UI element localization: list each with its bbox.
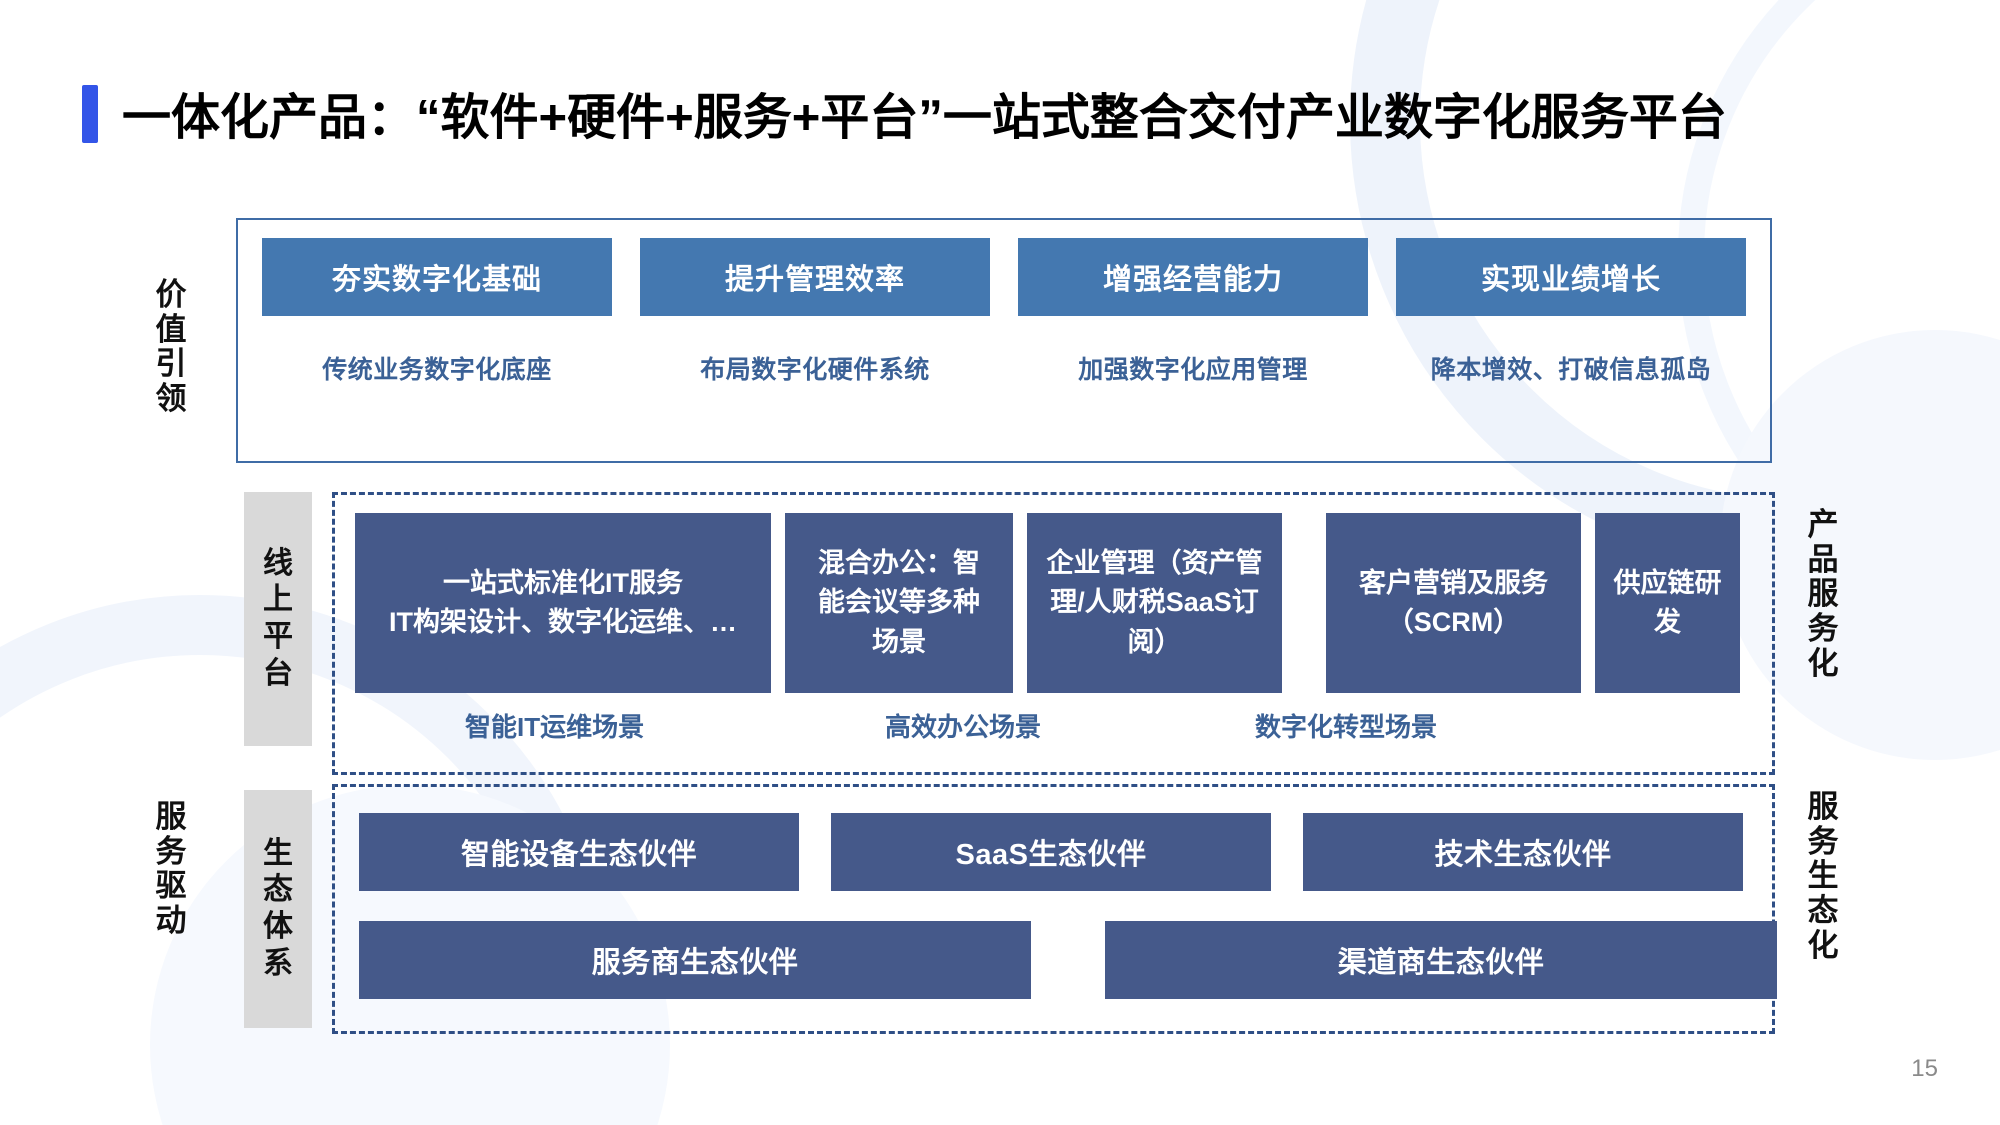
- slide-title-row: 一体化产品：“软件+硬件+服务+平台”一站式整合交付产业数字化服务平台: [82, 78, 1727, 149]
- page-number: 15: [1911, 1055, 1938, 1082]
- platform-caption-group: 智能IT运维场景 高效办公场景 数字化转型场景: [355, 707, 1752, 755]
- ecosystem-box-saas-partner[interactable]: SaaS生态伙伴: [831, 813, 1271, 891]
- platform-box-hybrid-office-line-1: 混合办公：智: [818, 548, 980, 579]
- ecosystem-row-tab-label: 生态体系: [263, 836, 293, 980]
- platform-box-it-service-line-2: IT构架设计、数字化运维、…: [389, 607, 737, 637]
- platform-box-scrm-line-2: （SCRM）: [1386, 607, 1521, 637]
- platform-box-hybrid-office-line-2: 能会议等多种: [818, 587, 980, 618]
- platform-box-it-service-line-1: 一站式标准化IT服务: [443, 567, 683, 598]
- value-caption-3: 加强数字化应用管理: [1078, 356, 1308, 384]
- ecosystem-row-one: 智能设备生态伙伴 SaaS生态伙伴 技术生态伙伴: [359, 813, 1748, 891]
- platform-caption-efficient-office: 高效办公场景: [885, 712, 1042, 742]
- ecosystem-row-panel: 智能设备生态伙伴 SaaS生态伙伴 技术生态伙伴 服务商生态伙伴 渠道商生态伙伴: [332, 784, 1777, 1034]
- platform-row-panel: 一站式标准化IT服务 IT构架设计、数字化运维、… 混合办公：智 能会议等多种 …: [332, 492, 1775, 775]
- side-label-value-leadership: 价值引领: [155, 277, 187, 417]
- ecosystem-box-channel-partner[interactable]: 渠道商生态伙伴: [1105, 921, 1777, 999]
- value-chip-3[interactable]: 增强经营能力: [1018, 238, 1368, 316]
- platform-row-tab-label: 线上平台: [263, 546, 293, 690]
- side-label-service-driven: 服务驱动: [155, 799, 187, 939]
- ecosystem-box-smart-device-partner[interactable]: 智能设备生态伙伴: [359, 813, 799, 891]
- side-label-product-servitization: 产品服务化: [1807, 507, 1839, 681]
- value-caption-4: 降本增效、打破信息孤岛: [1430, 356, 1712, 384]
- platform-box-scrm[interactable]: 客户营销及服务 （SCRM）: [1326, 513, 1581, 693]
- platform-box-scrm-line-1: 客户营销及服务: [1359, 567, 1548, 598]
- side-label-service-ecosystem: 服务生态化: [1807, 789, 1839, 963]
- platform-box-hybrid-office[interactable]: 混合办公：智 能会议等多种 场景: [785, 513, 1013, 693]
- platform-box-supply-chain-rd-line-1: 供应链研: [1613, 567, 1722, 598]
- ecosystem-row-tab: 生态体系: [244, 790, 312, 1028]
- platform-box-enterprise-management-line-2: 理/人财税SaaS订: [1050, 587, 1259, 618]
- platform-box-it-service[interactable]: 一站式标准化IT服务 IT构架设计、数字化运维、…: [355, 513, 771, 693]
- platform-caption-it-ops: 智能IT运维场景: [465, 712, 645, 742]
- value-leadership-grid: 夯实数字化基础 提升管理效率 增强经营能力 实现业绩增长 传统业务数字化底座 布…: [238, 220, 1770, 461]
- platform-caption-digital-transform: 数字化转型场景: [1255, 712, 1438, 742]
- ecosystem-box-technology-partner[interactable]: 技术生态伙伴: [1303, 813, 1743, 891]
- platform-box-hybrid-office-line-3: 场景: [872, 626, 926, 657]
- platform-box-enterprise-management[interactable]: 企业管理（资产管 理/人财税SaaS订 阅）: [1027, 513, 1282, 693]
- ecosystem-row-two: 服务商生态伙伴 渠道商生态伙伴: [359, 921, 1777, 999]
- platform-box-supply-chain-rd[interactable]: 供应链研 发: [1595, 513, 1740, 693]
- value-leadership-panel: 夯实数字化基础 提升管理效率 增强经营能力 实现业绩增长 传统业务数字化底座 布…: [236, 218, 1772, 463]
- value-caption-1: 传统业务数字化底座: [322, 356, 552, 384]
- platform-box-enterprise-management-line-3: 阅）: [1127, 626, 1182, 657]
- value-chip-1[interactable]: 夯实数字化基础: [262, 238, 612, 316]
- ecosystem-box-service-provider-partner[interactable]: 服务商生态伙伴: [359, 921, 1031, 999]
- platform-box-enterprise-management-line-1: 企业管理（资产管: [1046, 548, 1263, 579]
- value-chip-2[interactable]: 提升管理效率: [640, 238, 990, 316]
- platform-row-tab: 线上平台: [244, 492, 312, 746]
- title-accent-bar: [82, 84, 98, 143]
- value-caption-2: 布局数字化硬件系统: [700, 356, 930, 384]
- value-chip-4[interactable]: 实现业绩增长: [1396, 238, 1746, 316]
- platform-box-supply-chain-rd-line-2: 发: [1654, 607, 1681, 637]
- page-title: 一体化产品：“软件+硬件+服务+平台”一站式整合交付产业数字化服务平台: [122, 91, 1727, 145]
- platform-box-group: 一站式标准化IT服务 IT构架设计、数字化运维、… 混合办公：智 能会议等多种 …: [355, 513, 1752, 693]
